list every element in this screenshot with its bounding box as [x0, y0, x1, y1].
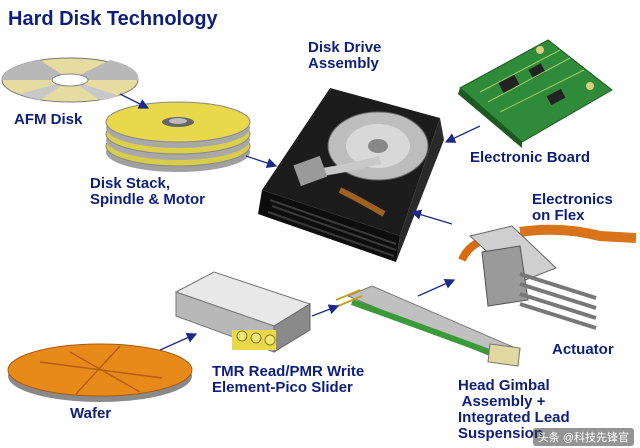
actuator-image [458, 224, 637, 330]
label-disk-drive-assembly: Disk Drive Assembly [308, 39, 382, 72]
arrow-actuator-to-drive [410, 209, 453, 225]
arrow-stack-to-drive [245, 155, 278, 169]
label-actuator: Actuator [552, 341, 614, 358]
flow-arrows [119, 93, 481, 351]
label-electronic-board: Electronic Board [470, 149, 591, 166]
wafer-image [7, 343, 193, 402]
diagram-title: Hard Disk Technology [8, 8, 218, 30]
label-disk-stack: Disk Stack, Spindle & Motor [90, 175, 205, 208]
disk-stack-image [105, 101, 251, 172]
arrow-board-to-drive [444, 125, 481, 143]
watermark: 头条 @科技先锋官 [532, 428, 634, 446]
afm-disk-image [1, 57, 139, 103]
arrow-hga-to-actuator [417, 278, 456, 297]
disk-drive-assembly-image [258, 88, 444, 262]
label-head-gimbal: Head Gimbal Assembly + Integrated Lead S… [458, 377, 570, 442]
arrow-wafer-to-slider [159, 332, 198, 351]
electronic-board-image [458, 39, 613, 148]
head-gimbal-image [335, 285, 522, 367]
arrow-afm-to-stack [119, 93, 150, 109]
label-afm-disk: AFM Disk [14, 111, 83, 128]
arrow-slider-to-hga [311, 304, 340, 317]
label-wafer: Wafer [70, 405, 112, 422]
label-tmr-slider: TMR Read/PMR Write Element-Pico Slider [212, 363, 365, 396]
pico-slider-image [174, 271, 312, 353]
label-electronics-on-flex: Electronics on Flex [532, 191, 613, 224]
